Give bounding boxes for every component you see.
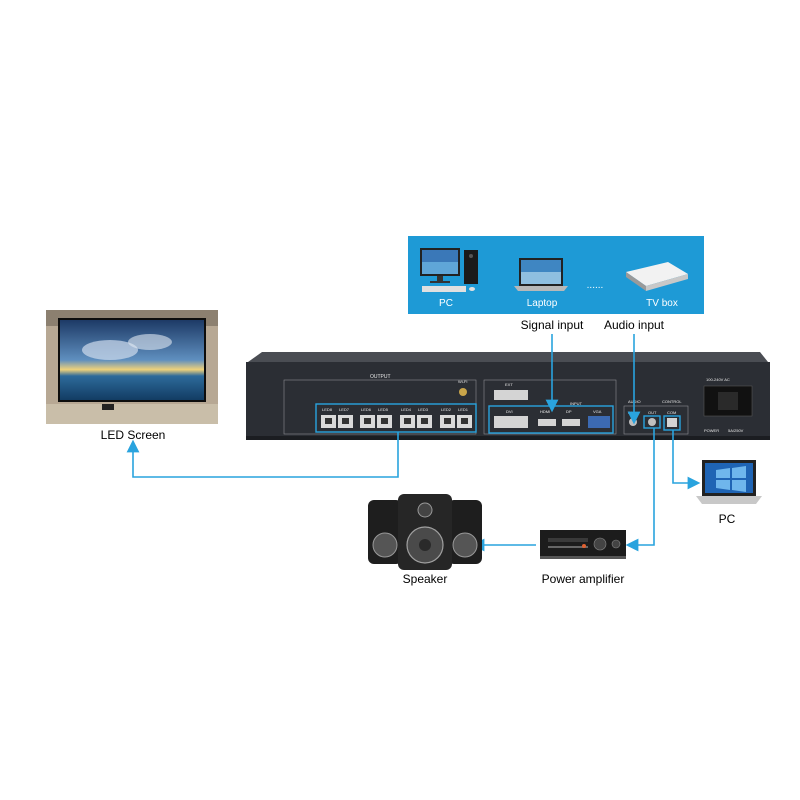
fuse-label: 5A/250V xyxy=(728,428,744,433)
dvi-port xyxy=(494,416,528,428)
port-label-led6: LED6 xyxy=(361,407,372,412)
port-label-led2: LED2 xyxy=(441,407,452,412)
port-label-led5: LED5 xyxy=(378,407,389,412)
laptop-source-label: Laptop xyxy=(526,298,558,309)
vga-label: VGA xyxy=(593,409,602,414)
tvbox-icon xyxy=(626,262,688,291)
tvbox-source-label: TV box xyxy=(646,298,678,309)
audio-out-line xyxy=(625,428,655,552)
laptop-source-icon xyxy=(514,258,568,291)
com-usb-port xyxy=(667,418,677,427)
rj45-ports xyxy=(321,415,472,428)
speaker-label: Speaker xyxy=(402,572,448,586)
dp-label: DP xyxy=(566,409,572,414)
power-amplifier-icon xyxy=(540,530,626,559)
dp-port xyxy=(562,419,580,426)
audio-in-jack xyxy=(629,418,637,426)
pc-tower-icon xyxy=(464,250,478,284)
dvi-label: DVI xyxy=(506,409,513,414)
speaker-icon xyxy=(368,494,482,570)
port-label-led7: LED7 xyxy=(339,407,350,412)
input-label: INPUT xyxy=(570,401,583,406)
dots-label: ...... xyxy=(586,280,604,291)
output-label: OUTPUT xyxy=(370,374,391,380)
port-label-led4: LED4 xyxy=(401,407,412,412)
wifi-antenna-icon xyxy=(459,388,467,396)
source-devices-art xyxy=(420,248,688,292)
audio-out-label: OUT xyxy=(648,410,657,415)
power-label: POWER xyxy=(704,428,719,433)
port-label-led8: LED8 xyxy=(322,407,333,412)
port-label-led1: LED1 xyxy=(458,407,469,412)
vga-port xyxy=(588,416,610,428)
power-amplifier-label: Power amplifier xyxy=(541,572,625,586)
wifi-label: Wi-Fi xyxy=(458,379,467,384)
pc-source-label: PC xyxy=(439,298,453,309)
com-port-highlight xyxy=(663,415,681,431)
com-pc-line xyxy=(672,430,701,490)
ext-label: EXT xyxy=(505,382,513,387)
keyboard-icon xyxy=(422,286,466,292)
audio-in-label: IN xyxy=(628,410,632,415)
hdmi-label: HDMI xyxy=(540,409,550,414)
com-label: COM xyxy=(667,410,676,415)
port-label-led3: LED3 xyxy=(418,407,429,412)
led-screen-image xyxy=(46,310,218,424)
control-pc-label: PC xyxy=(718,512,736,526)
led-controller-device: OUTPUT LED8 LED7 LED6 LED5 LED4 LED3 LED… xyxy=(246,352,770,440)
audio-input-label: Audio input xyxy=(603,318,665,332)
ext-dvi-port xyxy=(494,390,528,400)
led-output-ports-highlight xyxy=(315,403,477,433)
signal-input-label: Signal input xyxy=(520,318,584,332)
audio-out-jack xyxy=(648,418,656,426)
audio-out-highlight xyxy=(643,415,661,429)
led-screen-label: LED Screen xyxy=(100,428,166,442)
control-pc-laptop-icon xyxy=(696,460,762,504)
ac-voltage-label: 100-240V AC xyxy=(706,377,730,382)
led-output-line xyxy=(126,432,399,478)
signal-source-panel: PC Laptop ...... TV box xyxy=(408,236,704,314)
hdmi-port xyxy=(538,419,556,426)
control-label: CONTROL xyxy=(662,399,682,404)
